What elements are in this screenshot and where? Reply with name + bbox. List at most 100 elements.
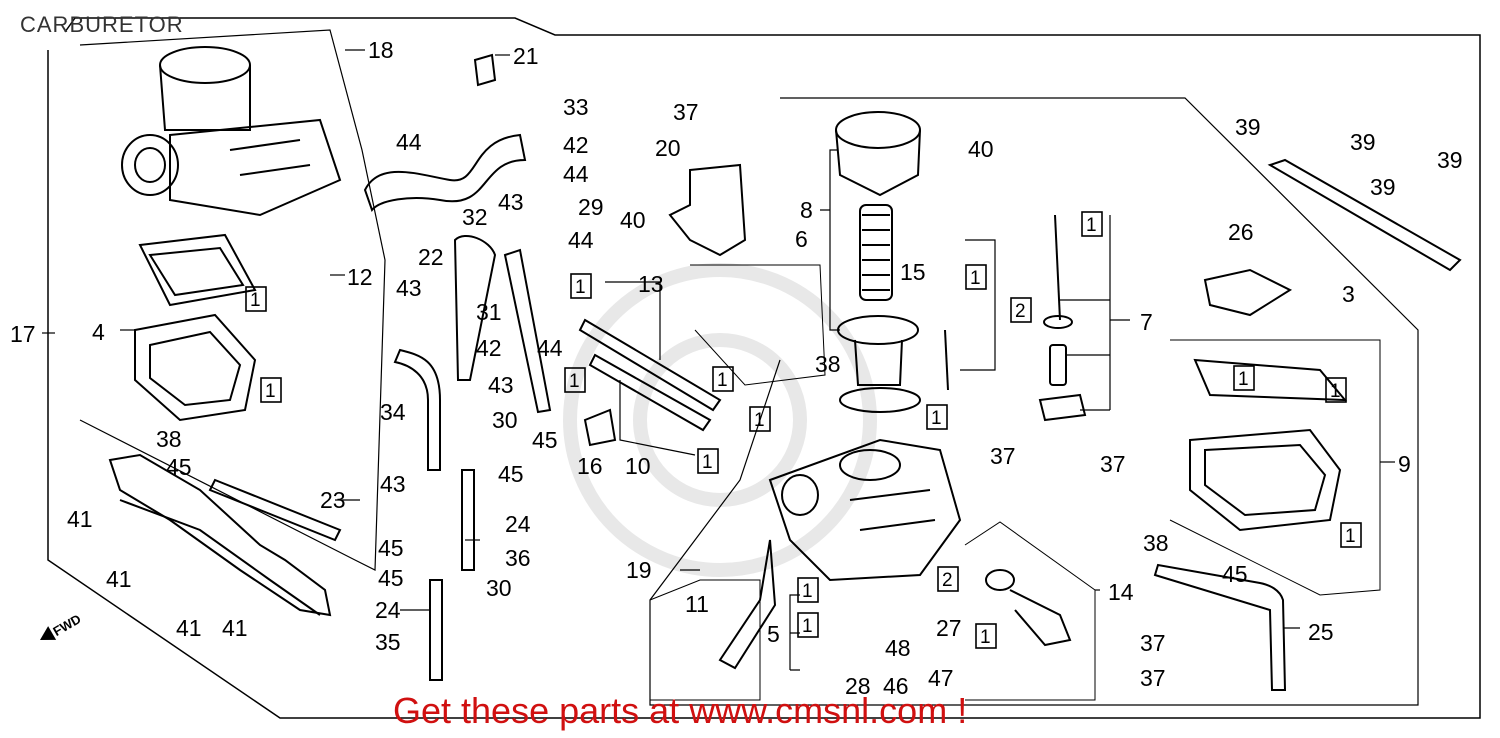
callout-45: 45 [166,454,192,480]
callout-35: 35 [375,629,401,655]
callout-30: 30 [492,407,518,433]
box-label: 1 [802,581,813,602]
callout-11: 11 [685,591,709,617]
box-label: 1 [717,370,728,391]
callout-37: 37 [1140,630,1166,656]
jet-parts-frame [649,579,761,701]
leader-lines [42,49,1395,671]
callout-43: 43 [380,471,406,497]
callout-4: 4 [92,319,105,345]
callout-8: 8 [800,197,813,223]
callout-16: 16 [577,453,603,479]
callout-42: 42 [563,132,589,158]
callout-45: 45 [498,461,524,487]
callout-26: 26 [1228,219,1254,245]
box-label: 1 [1330,381,1341,402]
left-float-bowl [134,233,257,422]
callout-7: 7 [1140,309,1153,335]
callout-43: 43 [498,189,524,215]
callout-23: 23 [320,487,346,513]
callout-32: 32 [462,204,488,230]
callout-9: 9 [1398,451,1411,477]
page-title: CARBURETOR [20,12,184,37]
callout-38: 38 [1143,530,1169,556]
callout-29: 29 [578,194,604,220]
fuel-valve [985,569,1072,647]
callout-45: 45 [378,565,404,591]
callout-20: 20 [655,135,681,161]
callout-33: 33 [563,94,589,120]
svg-text:FWD: FWD [50,611,83,639]
box-label: 2 [1015,301,1026,322]
callout-17: 17 [10,321,36,347]
callout-45: 45 [532,427,558,453]
callout-15: 15 [900,259,926,285]
callout-37: 37 [990,443,1016,469]
left-bracket-plate [108,453,342,617]
left-carburetor-body [121,46,342,217]
throttle-link-frame [690,264,826,386]
right-assembly-frame [649,97,1419,706]
callout-41: 41 [176,615,202,641]
callout-13: 13 [638,271,664,297]
callout-40: 40 [620,207,646,233]
box-label: 1 [1345,526,1356,547]
boxed-labels: 1 1 1 1 1 1 1 1 2 1 1 1 1 1 1 1 2 1 [250,215,1356,648]
callout-38: 38 [815,351,841,377]
footer-link[interactable]: Get these parts at www.cmsnl.com ! [393,690,968,731]
box-label: 1 [802,616,813,637]
float-chamber-frame [1169,339,1381,596]
right-carburetor-body [768,438,962,582]
box-label: 1 [702,452,713,473]
callout-44: 44 [568,227,594,253]
right-float-bowl [1189,158,1462,532]
callout-45: 45 [378,535,404,561]
callout-44: 44 [396,129,422,155]
callout-45: 45 [1222,561,1248,587]
connecting-pipes [578,318,722,447]
left-assembly-frame [79,29,386,571]
callout-10: 10 [625,453,651,479]
box-label: 1 [980,627,991,648]
fwd-arrow: FWD [40,611,83,640]
box-label: 1 [931,408,942,429]
box-label: 1 [569,371,580,392]
fuel-valve-frame [964,521,1096,701]
box-label: 1 [250,290,261,311]
outer-frame [47,17,1481,719]
callout-46: 46 [883,673,909,699]
callout-37: 37 [1140,665,1166,691]
callout-30: 30 [486,575,512,601]
box-label: 1 [1086,215,1097,236]
callout-5: 5 [767,621,780,647]
callout-37: 37 [1100,451,1126,477]
box-label: 1 [575,277,586,298]
callout-27: 27 [936,615,962,641]
callout-48: 48 [885,635,911,661]
box-label: 2 [942,570,953,591]
callout-36: 36 [505,545,531,571]
watermark-logo [563,263,877,577]
callout-44: 44 [537,335,563,361]
callout-31: 31 [476,299,502,325]
callout-38: 38 [156,426,182,452]
callout-14: 14 [1108,579,1134,605]
callout-19: 19 [626,557,652,583]
callout-24: 24 [505,511,531,537]
callout-41: 41 [106,566,132,592]
callout-34: 34 [380,399,406,425]
box-label: 1 [265,381,276,402]
box-label: 1 [1238,369,1249,390]
callout-43: 43 [396,275,422,301]
callout-25: 25 [1308,619,1334,645]
callout-39: 39 [1370,174,1396,200]
callout-39: 39 [1235,114,1261,140]
jet-needle-parts [718,214,1087,670]
boxed-callouts [245,211,1362,649]
box-label: 1 [970,268,981,289]
callout-numbers: 17 18 21 33 42 44 44 29 43 44 32 22 43 3… [10,37,1463,699]
box-label: 1 [754,410,765,431]
callout-21: 21 [513,43,539,69]
callout-43: 43 [488,372,514,398]
